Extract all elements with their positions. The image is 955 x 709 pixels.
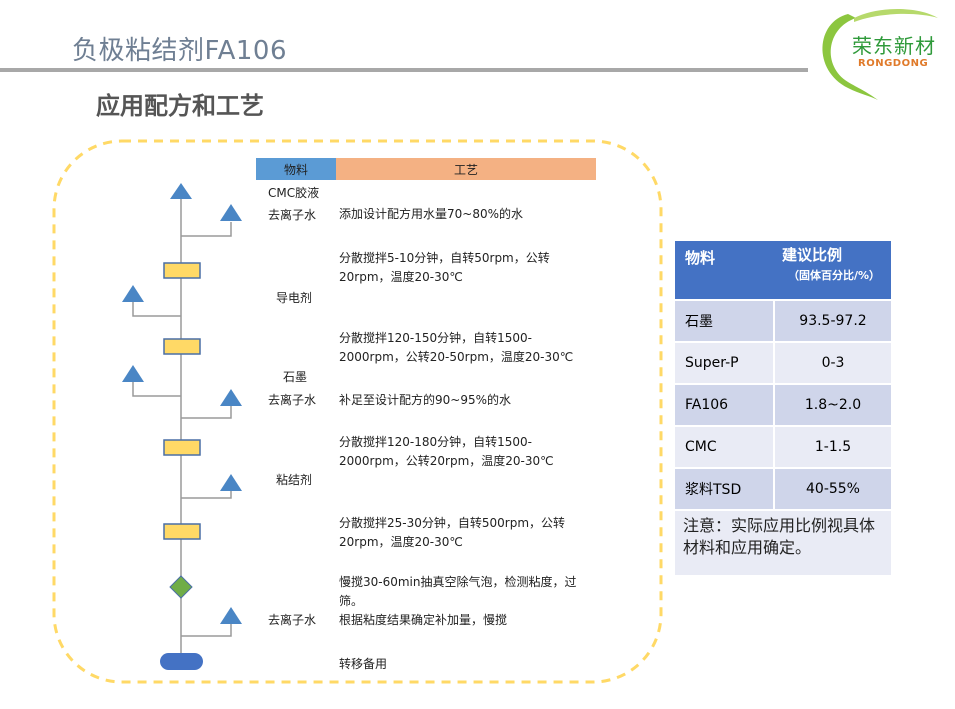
triangle-icon <box>122 365 144 382</box>
material-label: 去离子水 <box>268 393 317 407</box>
process-step: 分散搅拌120-150分钟，自转1500-2000rpm，公转20-50rpm，… <box>339 331 574 364</box>
ratio-note: 注意：实际应用比例视具体材料和应用确定。 <box>675 509 891 575</box>
triangle-icon <box>220 607 242 624</box>
triangle-icon <box>220 474 242 491</box>
ratio-header-ratio-label: 建议比例 <box>782 246 843 264</box>
ratio-value: 93.5-97.2 <box>773 299 891 342</box>
section-subtitle: 应用配方和工艺 <box>96 92 264 120</box>
ratio-material: FA106 <box>675 383 774 426</box>
ratio-material: 石墨 <box>675 299 774 342</box>
logo-arc-icon <box>854 9 938 22</box>
triangle-icon <box>170 183 192 199</box>
process-rect-icon <box>163 523 201 540</box>
ratio-header-material: 物料 <box>675 241 774 300</box>
company-logo <box>822 9 938 100</box>
process-step: 慢搅30-60min抽真空除气泡，检测粘度，过筛。 <box>339 575 577 608</box>
process-step: 根据粘度结果确定补加量，慢搅 <box>339 613 508 627</box>
material-label: CMC胶液 <box>268 186 320 200</box>
process-step: 分散搅拌25-30分钟，自转500rpm，公转20rpm，温度20-30℃ <box>339 516 566 549</box>
table-note-row: 注意：实际应用比例视具体材料和应用确定。 <box>675 509 891 575</box>
process-step: 补足至设计配方的90~95%的水 <box>339 393 511 407</box>
process-rect-icon <box>163 439 201 456</box>
process-step: 分散搅拌5-10分钟，自转50rpm，公转20rpm，温度20-30℃ <box>339 251 550 284</box>
table-row: 石墨 93.5-97.2 <box>675 299 891 342</box>
ratio-value: 0-3 <box>773 341 891 384</box>
ratio-header-ratio: 建议比例 （固体百分比/%） <box>774 241 891 300</box>
page-title: 负极粘结剂FA106 <box>72 36 287 66</box>
material-label: 去离子水 <box>268 613 317 627</box>
header-material: 物料 <box>256 158 336 180</box>
triangle-icon <box>220 204 242 221</box>
material-label: 石墨 <box>283 370 308 384</box>
logo-text-cn: 荣东新材 <box>852 34 936 58</box>
process-rect-icon <box>163 262 201 279</box>
ratio-material: CMC <box>675 425 774 468</box>
terminal-icon <box>160 653 203 670</box>
ratio-material: Super-P <box>675 341 774 384</box>
triangle-icon <box>220 389 242 406</box>
material-label: 导电剂 <box>276 291 313 305</box>
diamond-icon <box>169 575 193 599</box>
table-row: FA106 1.8~2.0 <box>675 383 891 426</box>
ratio-value: 40-55% <box>773 467 891 510</box>
ratio-header-ratio-sub: （固体百分比/%） <box>788 269 881 282</box>
process-step: 分散搅拌120-180分钟，自转1500-2000rpm，公转20rpm，温度2… <box>339 435 554 468</box>
ratio-value: 1.8~2.0 <box>773 383 891 426</box>
ratio-value: 1-1.5 <box>773 425 891 468</box>
process-step: 转移备用 <box>339 657 388 671</box>
triangle-icon <box>122 285 144 302</box>
header-process: 工艺 <box>336 158 596 180</box>
table-row: CMC 1-1.5 <box>675 425 891 468</box>
table-row: 浆料TSD 40-55% <box>675 467 891 510</box>
title-rule <box>0 68 808 72</box>
process-rect-icon <box>163 338 201 355</box>
ratio-material: 浆料TSD <box>675 467 774 510</box>
logo-text-en: RONGDONG <box>858 58 929 69</box>
material-label: 去离子水 <box>268 208 317 222</box>
ratio-table: 物料 建议比例 （固体百分比/%） 石墨 93.5-97.2 Super-P 0… <box>675 241 891 575</box>
logo-swoosh-icon <box>822 14 878 100</box>
material-label: 粘结剂 <box>276 473 313 487</box>
table-row: Super-P 0-3 <box>675 341 891 384</box>
process-step: 添加设计配方用水量70~80%的水 <box>339 207 523 221</box>
